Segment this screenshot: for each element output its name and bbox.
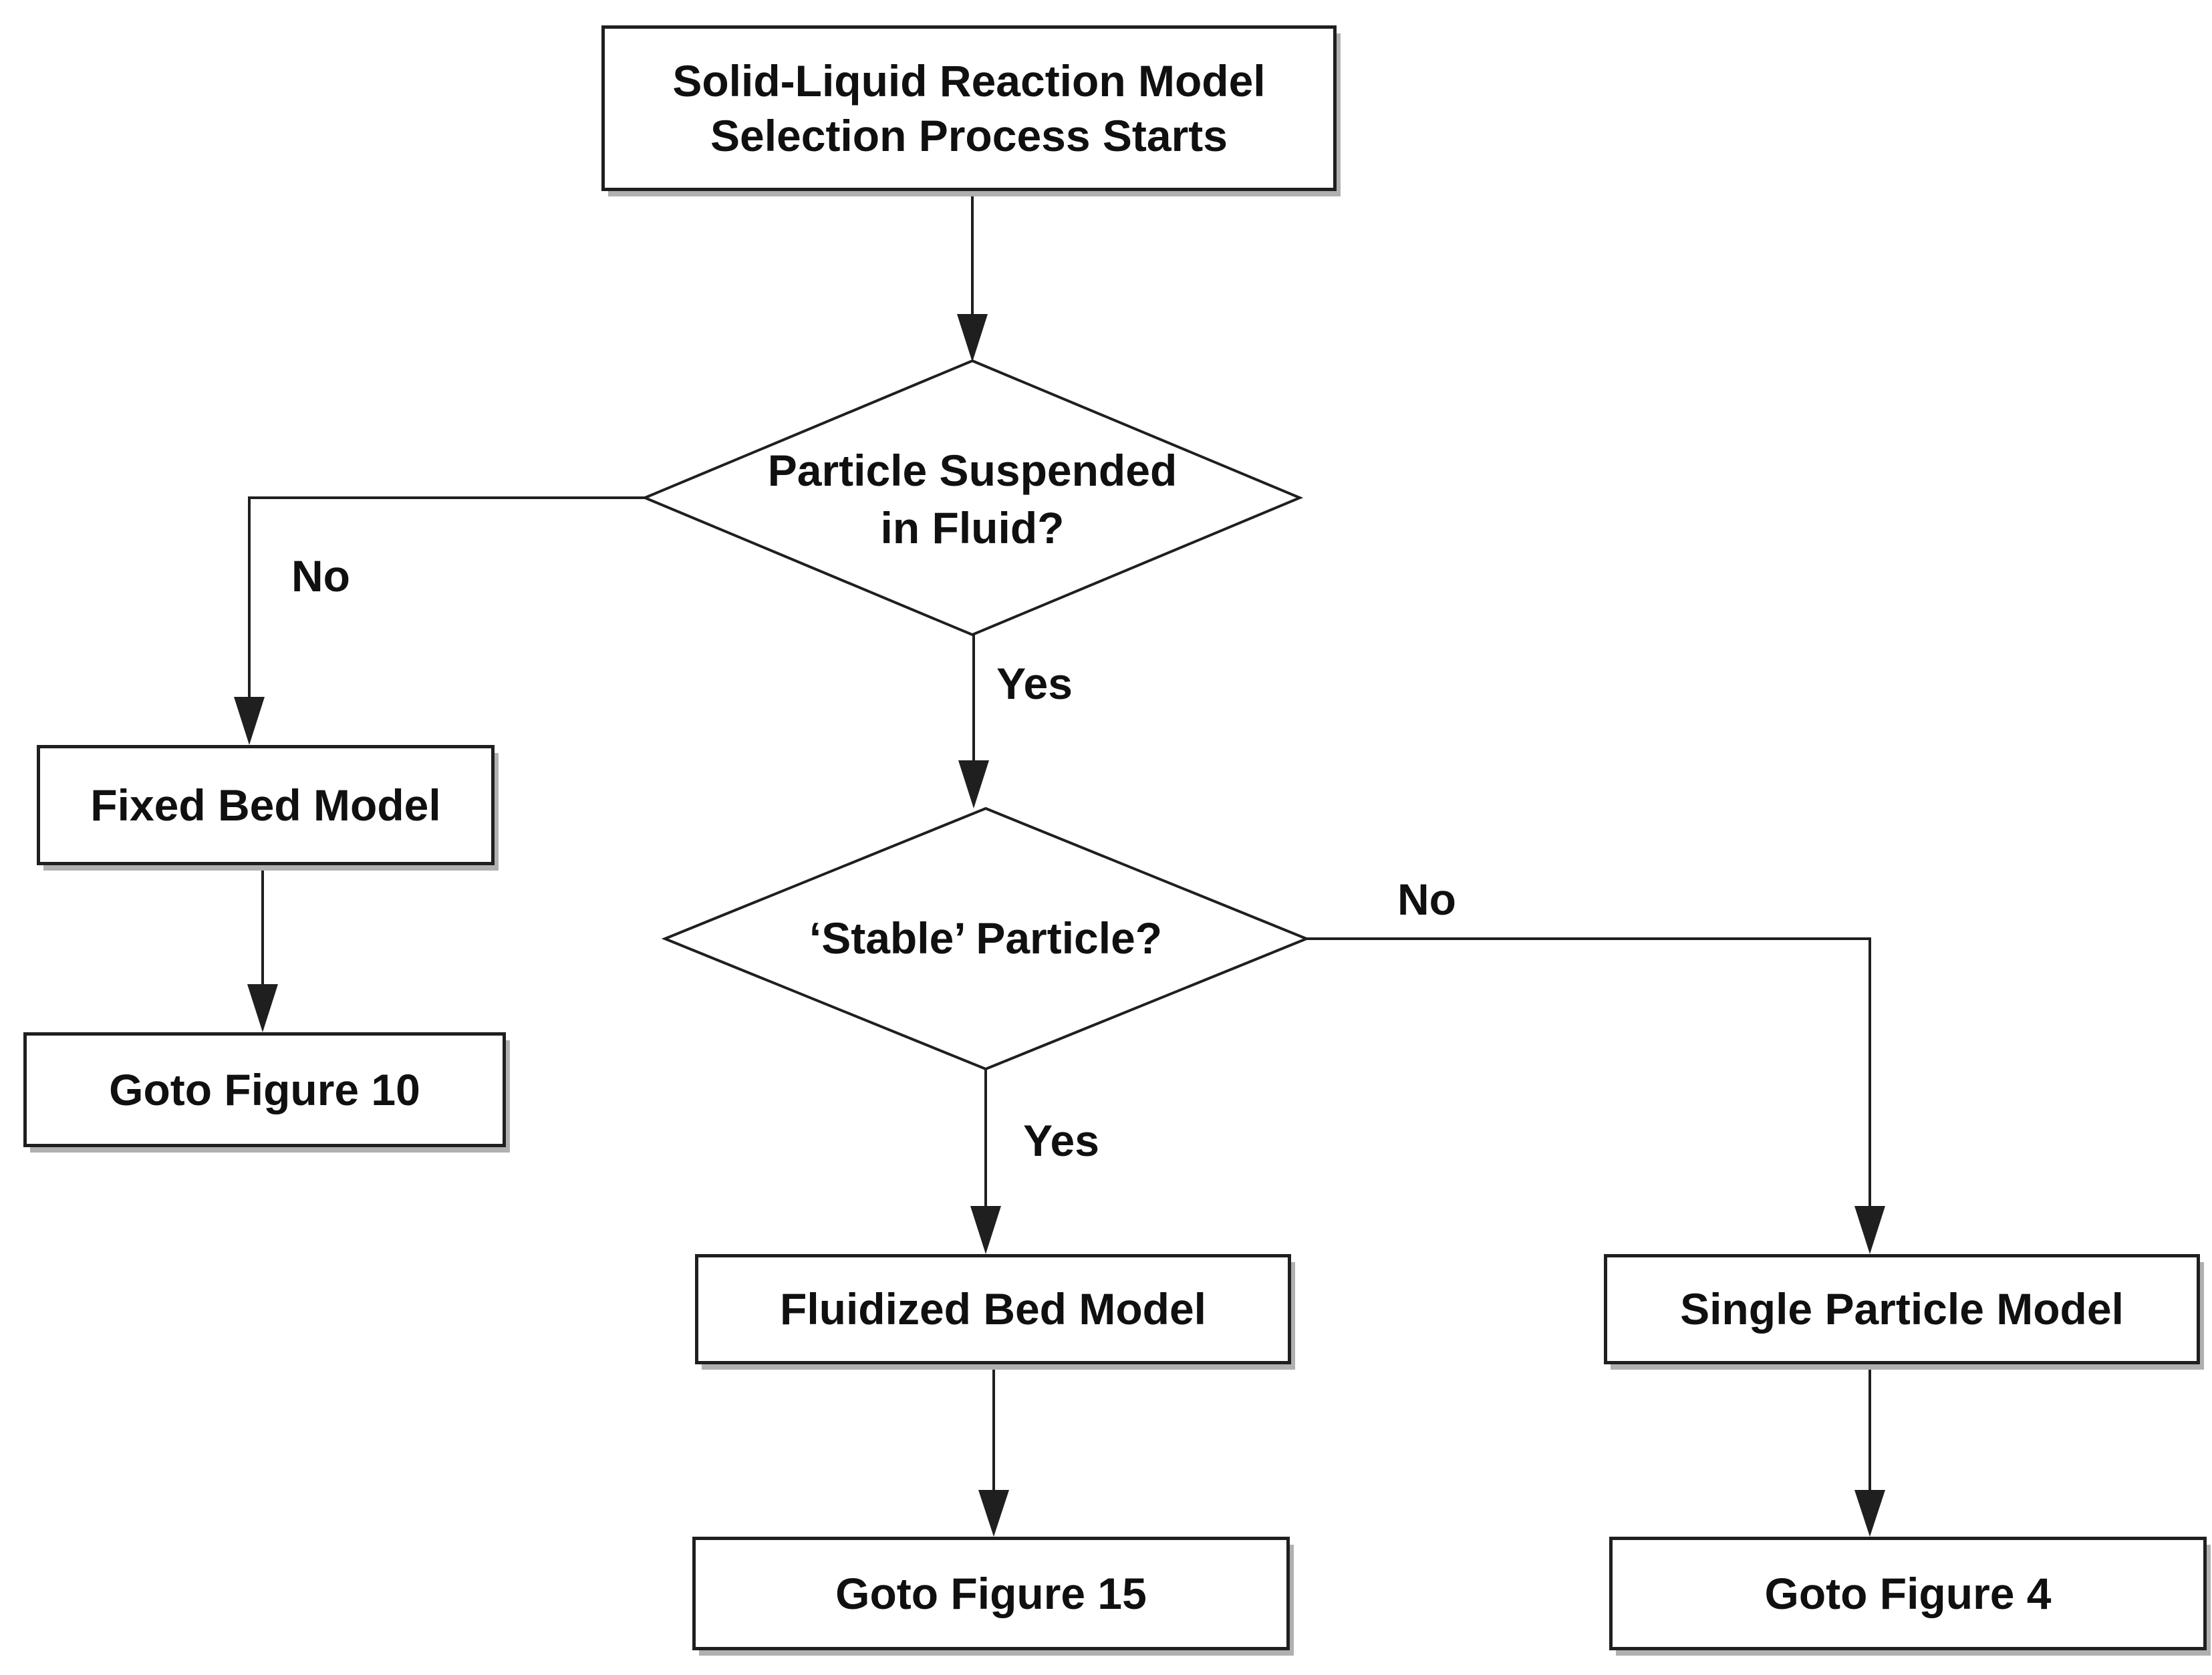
edge-label-yes-second: Yes	[1023, 1116, 1099, 1165]
arrowhead-decision2-no	[1854, 1206, 1885, 1254]
arrowhead-decision1-yes	[958, 760, 989, 808]
arrowhead-single-to-goto4	[1854, 1490, 1885, 1537]
start-node: Solid-Liquid Reaction Model Selection Pr…	[601, 25, 1337, 191]
single-particle-model-node: Single Particle Model	[1604, 1254, 2200, 1364]
arrowhead-decision2-yes	[970, 1206, 1001, 1254]
fluidized-bed-model-node: Fluidized Bed Model	[695, 1254, 1291, 1364]
goto-figure-10-node: Goto Figure 10	[23, 1032, 506, 1147]
goto-figure-15-node: Goto Figure 15	[692, 1537, 1290, 1650]
edge-label-no-right: No	[1397, 875, 1456, 924]
edge-label-no-left: No	[291, 551, 350, 601]
arrowhead-decision1-no	[234, 697, 265, 745]
decision-particle-suspended-label: Particle Suspended in Fluid?	[767, 446, 1178, 553]
arrowhead-start-to-decision1	[957, 314, 988, 362]
goto-figure-4-node: Goto Figure 4	[1609, 1537, 2207, 1650]
arrowhead-fixedbed-to-goto10	[247, 984, 278, 1032]
arrowhead-fluidized-to-goto15	[978, 1490, 1009, 1537]
fixed-bed-model-node: Fixed Bed Model	[37, 745, 495, 865]
connector-decision2-no	[1306, 937, 1871, 1207]
edge-label-yes-first: Yes	[996, 659, 1073, 708]
connector-decision1-no	[248, 496, 645, 698]
decision-stable-particle-label: ‘Stable’ Particle?	[809, 913, 1163, 963]
